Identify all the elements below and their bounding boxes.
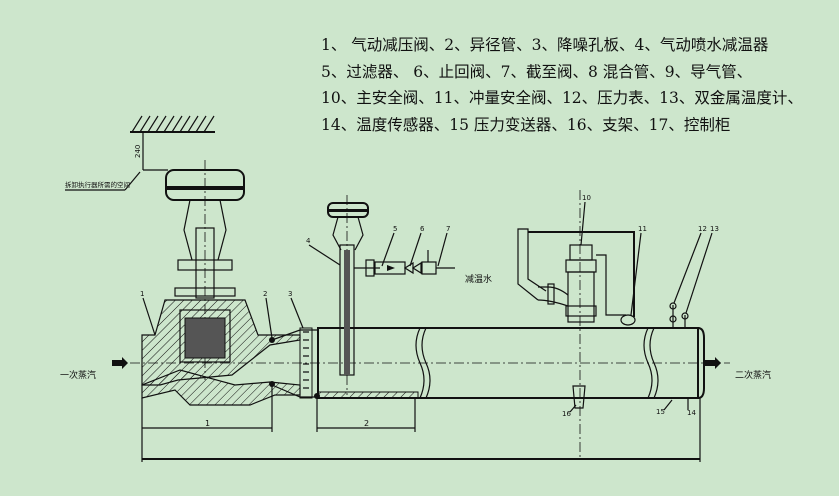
- support: [572, 385, 689, 410]
- callout-5: 5: [393, 225, 397, 233]
- mixing-pipe: [317, 327, 705, 399]
- water-label: 减温水: [465, 273, 492, 285]
- ceiling-hatch: [130, 115, 215, 133]
- pneumatic-pressure-reducing-valve: [141, 169, 301, 406]
- legend-line: 5、过滤器、 6、止回阀、7、截至阀、8 混合管、9、导气管、: [321, 62, 753, 81]
- outlet-arrow-icon: [705, 357, 721, 369]
- outlet-label: 二次蒸汽: [735, 369, 771, 381]
- callout-2: 2: [263, 290, 267, 298]
- pneumatic-spray-desuperheater: 减温水: [327, 202, 492, 376]
- clearance-dimension: 240 拆卸执行器所需的空间: [65, 132, 168, 191]
- reducer-and-orifice: [269, 327, 320, 399]
- dimension-lines: 1 2: [141, 385, 701, 462]
- callout-11: 11: [638, 225, 647, 233]
- legend-line: 14、温度传感器、15 压力变送器、16、支架、17、控制柜: [321, 115, 731, 134]
- callout-1: 1: [140, 290, 144, 298]
- dimension-1-label: 1: [205, 419, 210, 428]
- callout-6: 6: [420, 225, 425, 233]
- callouts: 1 2 3 4 5 6 7 10 11 12 13 14 15 16: [140, 194, 719, 418]
- callout-4: 4: [306, 237, 311, 245]
- gauges: [669, 302, 689, 328]
- legend-line: 1、 气动减压阀、2、异径管、3、降噪孔板、4、气动喷水减温器: [321, 36, 769, 54]
- callout-10: 10: [582, 194, 591, 202]
- component-legend: 1、 气动减压阀、2、异径管、3、降噪孔板、4、气动喷水减温器 5、过滤器、 6…: [321, 32, 803, 138]
- callout-3: 3: [288, 290, 292, 298]
- inlet-label: 一次蒸汽: [60, 369, 96, 381]
- main-safety-valve: [517, 228, 636, 326]
- callout-13: 13: [710, 225, 719, 233]
- svg-text:240: 240: [134, 145, 142, 158]
- callout-15: 15: [656, 408, 665, 416]
- callout-16: 16: [562, 410, 571, 418]
- callout-7: 7: [446, 225, 450, 233]
- dimension-2-label: 2: [364, 419, 369, 428]
- callout-14: 14: [687, 409, 696, 417]
- legend-line: 10、主安全阀、11、冲量安全阀、12、压力表、13、双金属温度计、: [321, 89, 803, 107]
- inlet-arrow-icon: [112, 357, 128, 369]
- clearance-note: 拆卸执行器所需的空间: [65, 180, 130, 189]
- callout-12: 12: [698, 225, 707, 233]
